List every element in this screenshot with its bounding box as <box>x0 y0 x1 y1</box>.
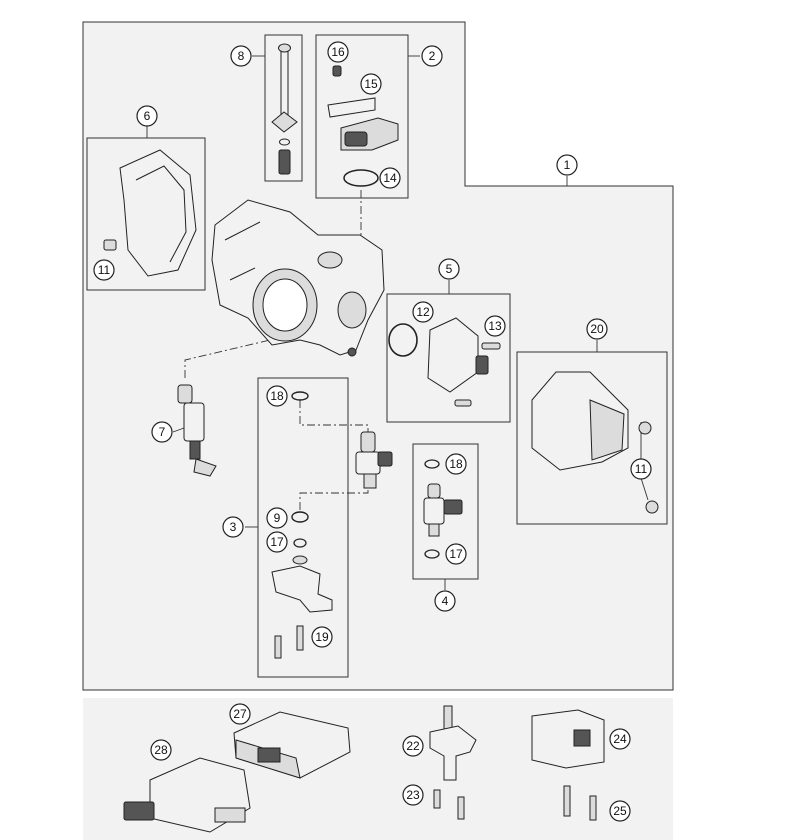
throttle-body <box>211 199 385 357</box>
svg-text:11: 11 <box>635 462 648 476</box>
svg-text:2: 2 <box>429 49 436 63</box>
connector-block <box>531 709 605 821</box>
svg-text:28: 28 <box>154 743 168 757</box>
callout-14: 14 <box>379 167 401 189</box>
callout-9: 9 <box>266 507 288 529</box>
callout-24: 24 <box>609 728 631 750</box>
callout-25: 25 <box>609 800 631 822</box>
callout-6: 6 <box>136 105 158 127</box>
svg-text:14: 14 <box>383 171 397 185</box>
svg-text:1: 1 <box>564 158 571 172</box>
throttle-stop-screw <box>271 43 298 175</box>
injector-group-3 <box>271 391 393 659</box>
callout-13: 13 <box>484 315 506 337</box>
injector-group-4 <box>423 459 463 559</box>
callout-17-left: 17 <box>266 531 288 553</box>
callout-27: 27 <box>229 703 251 725</box>
svg-text:18: 18 <box>449 457 463 471</box>
svg-text:25: 25 <box>613 804 627 818</box>
svg-text:11: 11 <box>98 263 111 277</box>
svg-text:23: 23 <box>406 788 420 802</box>
callout-22: 22 <box>402 735 424 757</box>
group-box-8 <box>264 34 303 182</box>
svg-text:27: 27 <box>233 707 247 721</box>
callout-2: 2 <box>421 45 443 67</box>
svg-text:13: 13 <box>488 319 502 333</box>
svg-text:20: 20 <box>590 322 604 336</box>
svg-text:12: 12 <box>416 305 430 319</box>
group-box-6 <box>86 137 206 291</box>
svg-text:6: 6 <box>144 109 151 123</box>
svg-text:24: 24 <box>613 732 627 746</box>
group-box-3 <box>257 377 349 678</box>
svg-text:17: 17 <box>270 535 284 549</box>
ecu-unit <box>233 711 351 779</box>
callout-20: 20 <box>586 318 608 340</box>
svg-text:19: 19 <box>315 630 329 644</box>
sensor-assembly <box>327 65 399 187</box>
svg-text:8: 8 <box>238 49 245 63</box>
throttle-cover <box>103 149 197 277</box>
callout-19: 19 <box>311 626 333 648</box>
pressure-sensor <box>429 705 477 820</box>
control-module <box>123 757 251 833</box>
group-box-5 <box>386 293 511 423</box>
callout-16: 16 <box>327 41 349 63</box>
throttle-actuator <box>531 371 659 514</box>
callout-8: 8 <box>230 45 252 67</box>
callout-4: 4 <box>434 590 456 612</box>
callout-1: 1 <box>556 154 578 176</box>
callout-12: 12 <box>412 301 434 323</box>
callout-17-right: 17 <box>445 543 467 565</box>
svg-text:7: 7 <box>159 425 166 439</box>
svg-text:18: 18 <box>270 389 284 403</box>
svg-text:15: 15 <box>364 77 378 91</box>
callout-28: 28 <box>150 739 172 761</box>
group-box-4 <box>412 443 479 580</box>
svg-text:16: 16 <box>331 45 345 59</box>
callout-11-left: 11 <box>93 259 115 281</box>
callout-18-left: 18 <box>266 385 288 407</box>
group-box-20 <box>516 351 668 525</box>
left-injector <box>177 384 217 477</box>
group-box-2 <box>315 34 409 199</box>
callout-23: 23 <box>402 784 424 806</box>
callout-15: 15 <box>360 73 382 95</box>
svg-text:9: 9 <box>274 511 281 525</box>
callout-7: 7 <box>151 421 173 443</box>
callout-11-right: 11 <box>630 458 652 480</box>
callout-18-right: 18 <box>445 453 467 475</box>
callout-3: 3 <box>222 516 244 538</box>
throttle-position-sensor <box>388 317 501 407</box>
svg-text:17: 17 <box>449 547 463 561</box>
svg-text:4: 4 <box>442 594 449 608</box>
svg-text:3: 3 <box>230 520 237 534</box>
callout-5: 5 <box>438 258 460 280</box>
svg-text:22: 22 <box>406 739 420 753</box>
svg-text:5: 5 <box>446 262 453 276</box>
